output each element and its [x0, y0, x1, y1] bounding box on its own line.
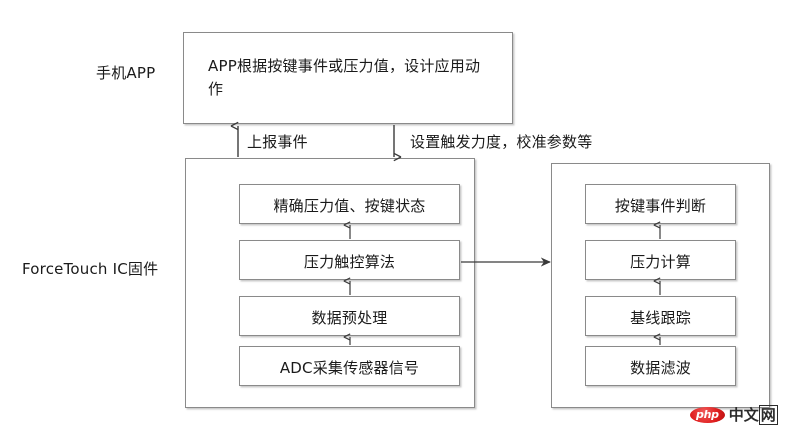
box-label: 基线跟踪: [630, 309, 691, 327]
box-data-preprocessing: 数据预处理: [239, 296, 460, 336]
box-data-filtering: 数据滤波: [585, 346, 736, 386]
arrow-caption-report-event: 上报事件: [247, 133, 308, 151]
box-label: 数据滤波: [630, 359, 691, 377]
watermark-text-boxed: 网: [758, 405, 778, 425]
watermark-php-badge: php: [690, 406, 725, 423]
box-label: 压力触控算法: [303, 253, 396, 271]
box-precise-pressure-key-state: 精确压力值、按键状态: [239, 184, 460, 224]
box-label: 压力计算: [630, 253, 691, 271]
box-adc-sensor-acquisition: ADC采集传感器信号: [239, 346, 460, 386]
watermark: php 中文网: [690, 404, 778, 425]
box-pressure-touch-algorithm: 压力触控算法: [239, 240, 460, 280]
box-baseline-tracking: 基线跟踪: [585, 296, 736, 336]
watermark-text-cn: 中文: [728, 406, 759, 424]
tier-label-forcetouch-firmware: ForceTouch IC固件: [22, 260, 159, 278]
tier-label-phone-app: 手机APP: [96, 64, 156, 82]
box-label: 按键事件判断: [614, 197, 707, 215]
box-key-event-decision: 按键事件判断: [585, 184, 736, 224]
app-layer-box: APP根据按键事件或压力值，设计应用动作: [183, 32, 513, 124]
box-label: 精确压力值、按键状态: [273, 197, 426, 215]
box-label: ADC采集传感器信号: [279, 359, 420, 377]
arrow-caption-config-params: 设置触发力度，校准参数等: [410, 133, 593, 151]
watermark-text: 中文网: [729, 404, 778, 425]
box-pressure-calculation: 压力计算: [585, 240, 736, 280]
box-label: 数据预处理: [311, 309, 388, 327]
app-layer-text: APP根据按键事件或压力值，设计应用动作: [208, 57, 481, 99]
